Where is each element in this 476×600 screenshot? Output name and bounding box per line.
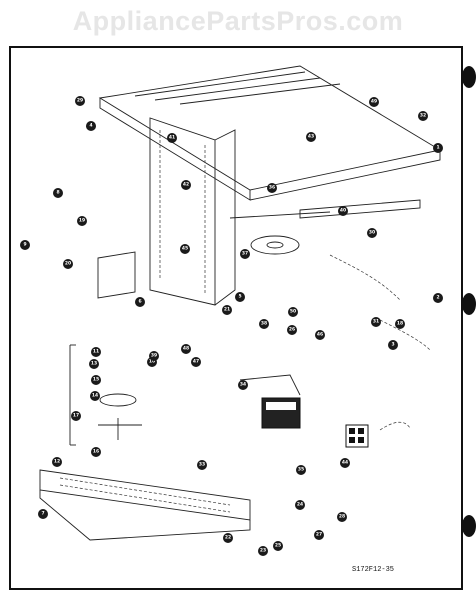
svg-text:12: 12 bbox=[54, 459, 60, 465]
svg-text:42: 42 bbox=[183, 182, 189, 188]
magnetron bbox=[261, 397, 301, 429]
svg-text:30: 30 bbox=[369, 230, 375, 236]
svg-text:22: 22 bbox=[225, 535, 231, 541]
binder-hole-middle bbox=[462, 293, 476, 315]
svg-text:35: 35 bbox=[298, 467, 304, 473]
svg-text:2: 2 bbox=[436, 295, 439, 301]
fan-blade bbox=[250, 235, 300, 255]
svg-text:25: 25 bbox=[275, 543, 281, 549]
terminal-block bbox=[345, 424, 369, 448]
svg-text:17: 17 bbox=[73, 413, 79, 419]
control-rail bbox=[229, 199, 421, 219]
svg-text:4: 4 bbox=[89, 123, 92, 129]
svg-text:19: 19 bbox=[79, 218, 85, 224]
switch-bracket bbox=[97, 251, 301, 396]
svg-text:10: 10 bbox=[149, 359, 155, 365]
diagram-code: S172F12-35 bbox=[352, 566, 395, 574]
svg-text:33: 33 bbox=[199, 462, 205, 468]
svg-text:13: 13 bbox=[91, 361, 97, 367]
svg-text:47: 47 bbox=[193, 359, 199, 365]
back-panel bbox=[149, 117, 236, 306]
svg-text:14: 14 bbox=[92, 393, 98, 399]
svg-text:37: 37 bbox=[242, 251, 248, 257]
svg-text:38: 38 bbox=[261, 321, 267, 327]
svg-text:7: 7 bbox=[41, 511, 44, 517]
svg-text:48: 48 bbox=[183, 346, 189, 352]
svg-text:27: 27 bbox=[316, 532, 322, 538]
svg-text:43: 43 bbox=[308, 134, 314, 140]
svg-text:3: 3 bbox=[391, 342, 394, 348]
watermark: AppliancePartsPros.com bbox=[72, 6, 404, 36]
svg-text:50: 50 bbox=[290, 309, 296, 315]
svg-text:21: 21 bbox=[224, 307, 230, 313]
cabinet-wrapper bbox=[98, 65, 442, 201]
svg-text:34: 34 bbox=[240, 382, 246, 388]
svg-text:20: 20 bbox=[65, 261, 71, 267]
svg-text:1: 1 bbox=[436, 145, 439, 151]
svg-text:28: 28 bbox=[339, 514, 345, 520]
svg-text:16: 16 bbox=[93, 449, 99, 455]
binder-hole-bottom bbox=[462, 515, 476, 537]
binder-hole-top bbox=[462, 66, 476, 88]
svg-text:15: 15 bbox=[93, 377, 99, 383]
svg-text:11: 11 bbox=[93, 349, 99, 355]
svg-text:18: 18 bbox=[397, 321, 403, 327]
stirrer-assembly bbox=[69, 344, 142, 446]
svg-text:23: 23 bbox=[260, 548, 266, 554]
part-callouts: 1 2 3 4 5 6 7 8 9 10 11 12 13 14 15 16 1… bbox=[20, 96, 443, 556]
svg-text:36: 36 bbox=[269, 185, 275, 191]
svg-text:26: 26 bbox=[289, 327, 295, 333]
svg-text:41: 41 bbox=[169, 135, 175, 141]
svg-text:40: 40 bbox=[340, 208, 346, 214]
svg-text:32: 32 bbox=[420, 113, 426, 119]
svg-text:31: 31 bbox=[373, 319, 379, 325]
svg-text:8: 8 bbox=[56, 190, 59, 196]
svg-text:49: 49 bbox=[371, 99, 377, 105]
svg-text:6: 6 bbox=[138, 299, 141, 305]
base-plate bbox=[39, 469, 251, 541]
svg-text:45: 45 bbox=[182, 246, 188, 252]
svg-text:9: 9 bbox=[23, 242, 26, 248]
diagram-frame bbox=[9, 46, 463, 590]
svg-text:5: 5 bbox=[238, 294, 241, 300]
wire-harness bbox=[329, 254, 431, 431]
svg-text:44: 44 bbox=[342, 460, 348, 466]
svg-text:24: 24 bbox=[297, 502, 303, 508]
svg-text:39: 39 bbox=[151, 353, 157, 359]
svg-text:46: 46 bbox=[317, 332, 323, 338]
svg-text:29: 29 bbox=[77, 98, 83, 104]
